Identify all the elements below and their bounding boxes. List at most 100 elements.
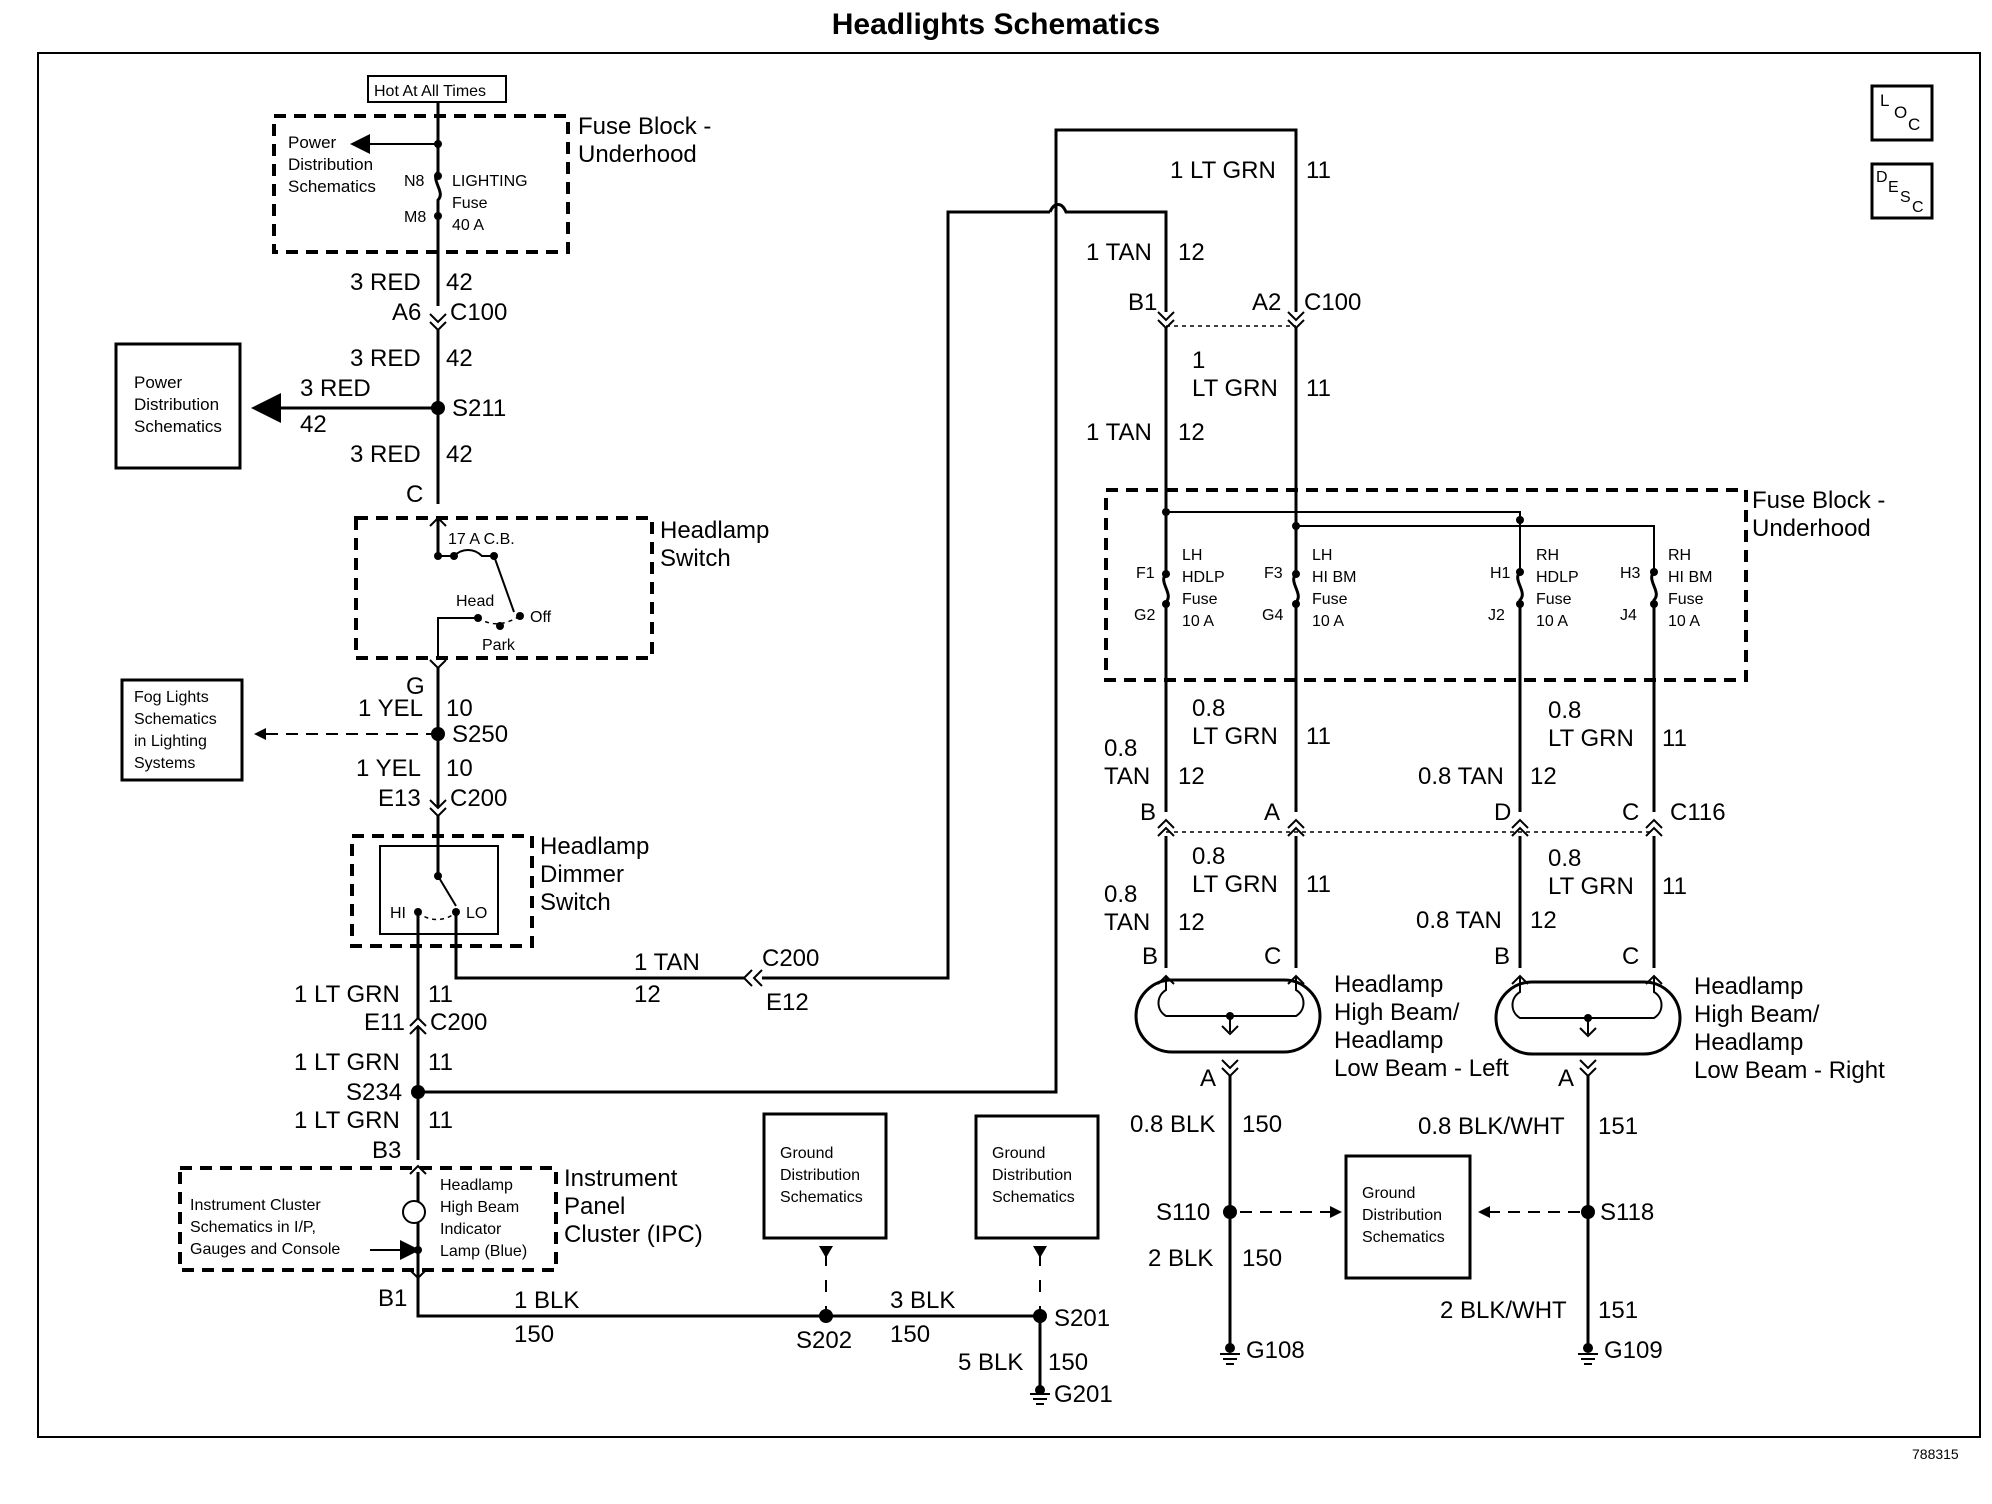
- svg-text:TAN: TAN: [1104, 909, 1150, 936]
- svg-text:High Beam/: High Beam/: [1334, 999, 1460, 1026]
- fog-lights-schematics-ref[interactable]: Fog Lights Schematics in Lighting System…: [120, 678, 244, 782]
- svg-text:3 RED: 3 RED: [350, 441, 421, 468]
- svg-text:Distribution: Distribution: [1362, 1207, 1442, 1224]
- svg-text:LT GRN: LT GRN: [1192, 723, 1278, 750]
- instrument-cluster-ref[interactable]: Instrument Cluster: [190, 1197, 321, 1214]
- connector-c116: C116: [1670, 799, 1726, 826]
- power-distribution-schematics-ref[interactable]: Power Distribution Schematics: [114, 342, 242, 470]
- svg-text:LH: LH: [1312, 547, 1332, 564]
- svg-text:Schematics: Schematics: [992, 1189, 1075, 1206]
- svg-text:12: 12: [1530, 907, 1557, 934]
- svg-text:Dimmer: Dimmer: [540, 861, 624, 888]
- svg-text:3 RED: 3 RED: [350, 345, 421, 372]
- svg-text:10: 10: [446, 695, 473, 722]
- svg-text:2 BLK: 2 BLK: [1148, 1245, 1213, 1272]
- svg-text:Hot At All Times: Hot At All Times: [374, 83, 486, 100]
- svg-text:G109: G109: [1604, 1337, 1663, 1364]
- svg-text:3 RED: 3 RED: [300, 375, 371, 402]
- svg-text:12: 12: [1178, 763, 1205, 790]
- svg-text:S118: S118: [1600, 1199, 1654, 1226]
- svg-text:Systems: Systems: [134, 755, 195, 772]
- svg-text:B1: B1: [1128, 289, 1157, 316]
- svg-text:J4: J4: [1620, 607, 1637, 624]
- svg-text:Switch: Switch: [540, 889, 611, 916]
- fuse-block-underhood-top: [272, 114, 570, 254]
- headlamp-dimmer-switch: [350, 834, 534, 948]
- svg-text:Schematics: Schematics: [134, 417, 222, 436]
- svg-text:C: C: [406, 481, 423, 508]
- svg-text:10 A: 10 A: [1312, 613, 1344, 630]
- svg-text:40 A: 40 A: [452, 217, 484, 234]
- svg-text:Low Beam - Left: Low Beam - Left: [1334, 1055, 1509, 1082]
- svg-text:G201: G201: [1054, 1381, 1113, 1408]
- svg-text:11: 11: [1306, 871, 1331, 898]
- svg-text:E11: E11: [364, 1009, 405, 1036]
- svg-text:G2: G2: [1134, 607, 1155, 624]
- svg-text:1 TAN: 1 TAN: [634, 949, 700, 976]
- svg-text:S110: S110: [1156, 1199, 1210, 1226]
- svg-text:11: 11: [428, 1107, 453, 1134]
- svg-text:1 YEL: 1 YEL: [356, 755, 421, 782]
- svg-text:Headlamp: Headlamp: [1694, 973, 1803, 1000]
- svg-text:HI: HI: [390, 905, 406, 922]
- svg-text:Distribution: Distribution: [134, 395, 219, 414]
- ground-distribution-schematics-ref-2[interactable]: Ground Distribution Schematics: [974, 1114, 1100, 1240]
- svg-text:RH: RH: [1668, 547, 1691, 564]
- svg-text:42: 42: [446, 441, 473, 468]
- svg-text:Fuse Block -: Fuse Block -: [1752, 487, 1885, 514]
- svg-text:Ground: Ground: [1362, 1185, 1415, 1202]
- svg-text:Headlamp: Headlamp: [1694, 1029, 1803, 1056]
- connector-c200-tan: C200: [762, 945, 819, 972]
- svg-text:G4: G4: [1262, 607, 1283, 624]
- svg-text:N8: N8: [404, 173, 425, 190]
- svg-text:A: A: [1200, 1065, 1216, 1092]
- power-ref-inline[interactable]: Power: [288, 133, 337, 152]
- svg-text:Panel: Panel: [564, 1193, 625, 1220]
- fuse-block-top-label-2: Underhood: [578, 141, 697, 168]
- svg-text:LO: LO: [466, 905, 487, 922]
- svg-text:C: C: [1912, 199, 1924, 216]
- svg-text:12: 12: [634, 981, 661, 1008]
- ground-distribution-schematics-ref-3[interactable]: Ground Distribution Schematics: [1344, 1154, 1472, 1280]
- svg-text:Low Beam - Right: Low Beam - Right: [1694, 1057, 1885, 1084]
- svg-text:J2: J2: [1488, 607, 1505, 624]
- svg-text:10 A: 10 A: [1536, 613, 1568, 630]
- svg-text:E13: E13: [378, 785, 421, 812]
- svg-text:S250: S250: [452, 721, 508, 748]
- svg-text:E: E: [1888, 179, 1899, 196]
- svg-text:G108: G108: [1246, 1337, 1305, 1364]
- svg-text:Headlamp: Headlamp: [1334, 1027, 1443, 1054]
- page-title: Headlights Schematics: [831, 8, 1161, 41]
- svg-text:C: C: [1908, 115, 1920, 134]
- svg-text:Schematics: Schematics: [1362, 1229, 1445, 1246]
- svg-text:10 A: 10 A: [1668, 613, 1700, 630]
- ground-g201-icon: [1030, 1385, 1050, 1405]
- fuse-lh-hdlp: F1 G2 LH HDLP Fuse 10 A: [1134, 512, 1225, 812]
- svg-text:12: 12: [1178, 419, 1205, 446]
- svg-text:S: S: [1900, 189, 1911, 206]
- svg-text:Schematics: Schematics: [780, 1189, 863, 1206]
- svg-text:A: A: [1558, 1065, 1574, 1092]
- svg-text:Distribution: Distribution: [992, 1167, 1072, 1184]
- desc-icon[interactable]: D E S C: [1870, 162, 1934, 220]
- svg-text:Park: Park: [482, 637, 516, 654]
- svg-text:3 RED: 3 RED: [350, 269, 421, 296]
- svg-text:HI BM: HI BM: [1312, 569, 1356, 586]
- svg-text:Schematics in I/P,: Schematics in I/P,: [190, 1219, 316, 1236]
- svg-text:S234: S234: [346, 1079, 402, 1106]
- svg-text:0.8 TAN: 0.8 TAN: [1418, 763, 1504, 790]
- svg-text:Schematics: Schematics: [134, 711, 217, 728]
- svg-text:F1: F1: [1136, 565, 1155, 582]
- ground-distribution-schematics-ref-1[interactable]: Ground Distribution Schematics: [762, 1112, 888, 1240]
- svg-text:Ground: Ground: [780, 1145, 833, 1162]
- svg-text:11: 11: [428, 1049, 453, 1076]
- svg-text:1 BLK: 1 BLK: [514, 1287, 579, 1314]
- splice-s118: [1581, 1205, 1595, 1219]
- ground-g108-icon: [1220, 1343, 1240, 1365]
- svg-text:Fuse: Fuse: [452, 195, 488, 212]
- svg-text:LH: LH: [1182, 547, 1202, 564]
- loc-icon[interactable]: L O C: [1870, 84, 1934, 142]
- headlamp-left: [1134, 974, 1322, 1054]
- svg-text:1 LT GRN: 1 LT GRN: [1170, 157, 1276, 184]
